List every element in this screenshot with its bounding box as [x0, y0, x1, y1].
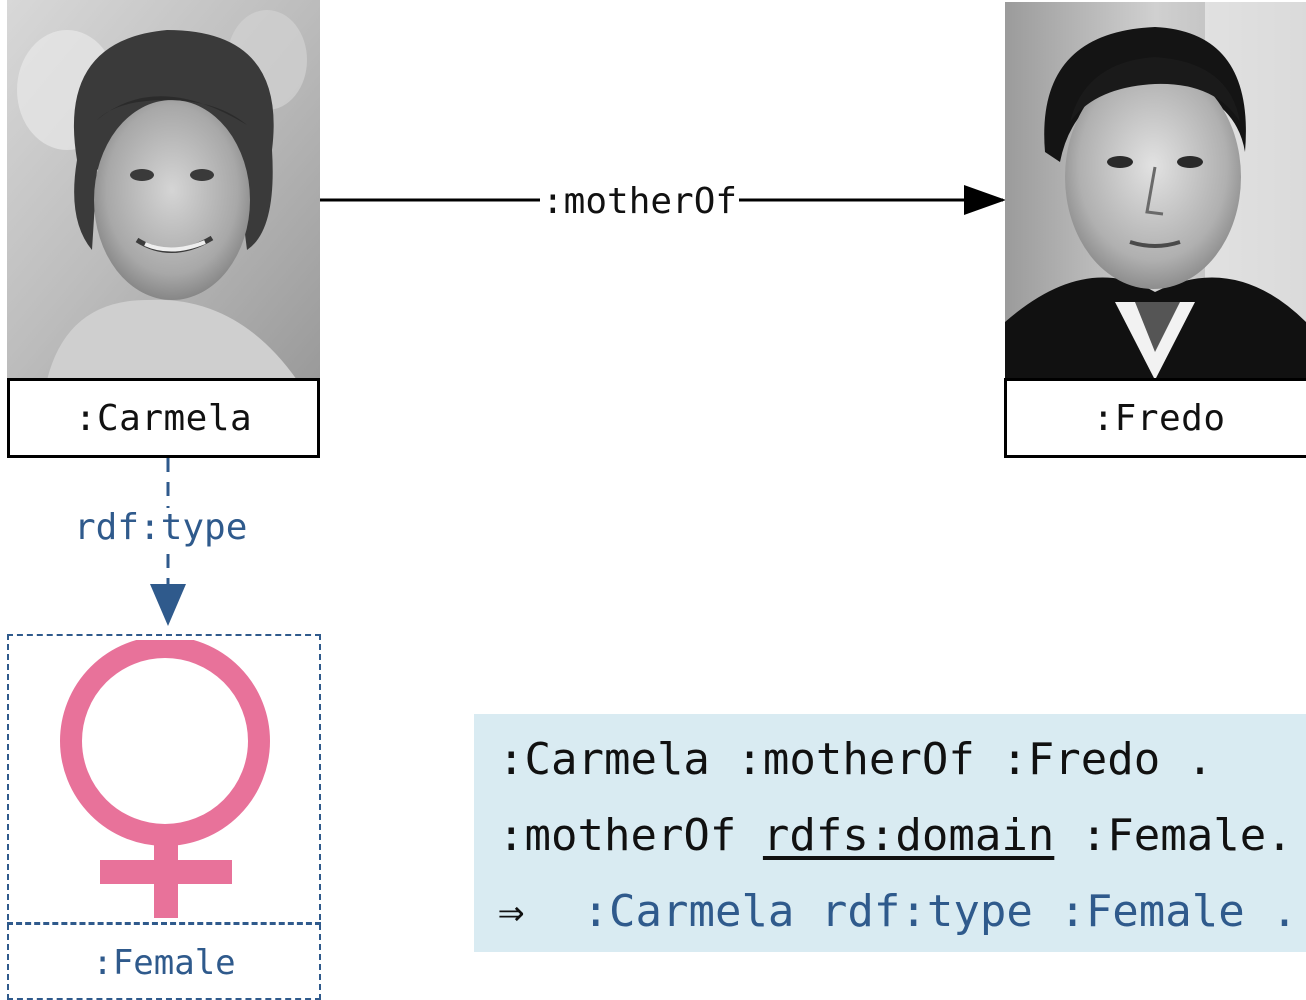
- fredo-node-label: :Fredo: [1092, 397, 1226, 439]
- female-class-label: :Female: [92, 942, 236, 983]
- rdf-type-edge-label: rdf:type: [74, 507, 248, 548]
- fredo-node: :Fredo: [1004, 378, 1306, 458]
- mother-of-edge-label: :motherOf: [540, 181, 740, 222]
- female-symbol-icon: [60, 640, 270, 918]
- carmela-node-label: :Carmela: [74, 397, 253, 439]
- triple-assertion-text: :Carmela :motherOf :Fredo .: [498, 734, 1214, 785]
- implies-symbol: ⇒: [498, 886, 525, 937]
- domain-axiom-object: :Female.: [1054, 810, 1293, 861]
- carmela-photo: [7, 0, 320, 380]
- domain-axiom-subject: :motherOf: [498, 810, 763, 861]
- fredo-photo: [1005, 2, 1306, 380]
- triple-inferred: ⇒ :Carmela rdf:type :Female .: [498, 886, 1298, 938]
- triples-panel: :Carmela :motherOf :Fredo . :motherOf rd…: [474, 714, 1306, 952]
- triple-assertion: :Carmela :motherOf :Fredo .: [498, 734, 1213, 786]
- female-class-node: [7, 634, 321, 1000]
- rdfs-domain-keyword: rdfs:domain: [762, 810, 1055, 861]
- carmela-node: :Carmela: [7, 378, 320, 458]
- triple-domain-axiom: :motherOf rdfs:domain :Female.: [498, 810, 1293, 862]
- female-class-label-box: :Female: [7, 922, 321, 1000]
- inferred-triple-text: :Carmela rdf:type :Female .: [582, 886, 1298, 937]
